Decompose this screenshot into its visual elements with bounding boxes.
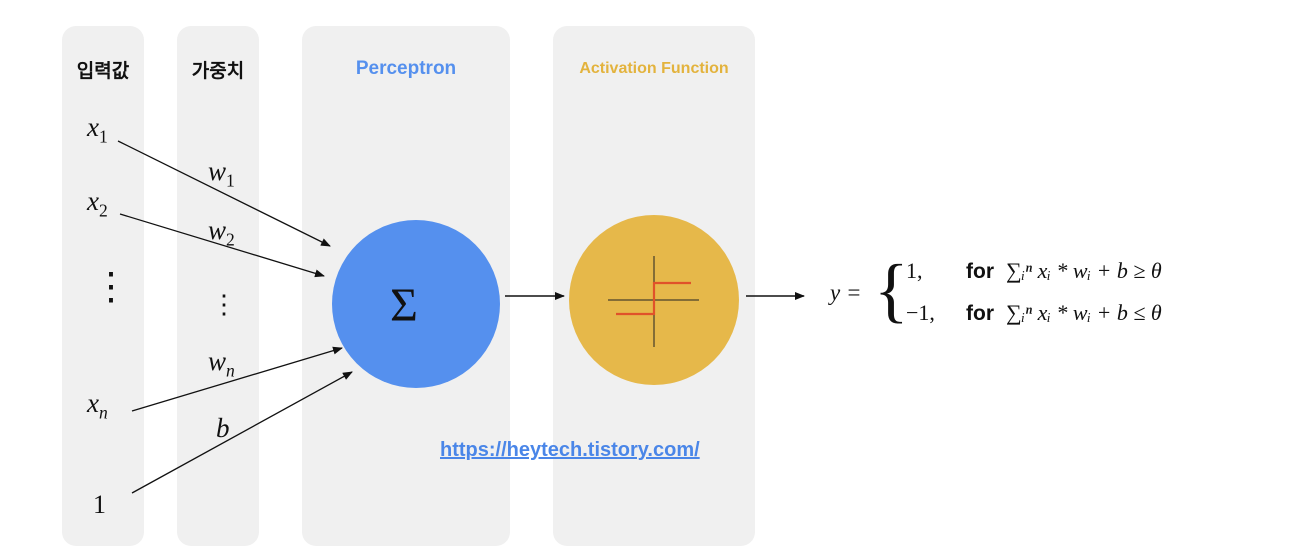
weights-column-panel	[177, 26, 259, 546]
formula-lhs: y =	[830, 280, 862, 305]
input-bias-one: 1	[93, 490, 106, 519]
sigma-symbol: Σ	[390, 279, 418, 332]
arrow-xn-to-sum	[131, 346, 343, 412]
input-x1: x1	[87, 112, 108, 147]
weight-w1: w1	[208, 156, 235, 191]
case2-condition: ∑ᵢⁿ xᵢ * wᵢ + b ≤ θ	[1006, 300, 1162, 325]
arrow-bias-to-sum	[131, 371, 353, 494]
arrow-x1-to-sum	[117, 140, 331, 247]
arrow-x2-to-sum	[119, 213, 325, 278]
heytech-link[interactable]: https://heytech.tistory.com/	[440, 439, 700, 461]
activation-header: Activation Function	[579, 60, 729, 77]
inputs-column-panel	[62, 26, 144, 546]
weights-header: 가중치	[191, 61, 245, 82]
case2-value: −1,	[906, 300, 935, 325]
perceptron-circle	[332, 220, 500, 388]
case1-value: 1,	[906, 258, 923, 283]
case1-for: for	[966, 260, 994, 283]
output-formula: y = { 1, −1, for for ∑ᵢⁿ xᵢ * wᵢ + b ≥ θ…	[830, 250, 1270, 342]
input-ellipsis: ⋮	[92, 266, 130, 308]
inputs-header: 입력값	[76, 61, 130, 82]
case2-for: for	[966, 302, 994, 325]
case1-condition: ∑ᵢⁿ xᵢ * wᵢ + b ≥ θ	[1006, 258, 1162, 283]
weight-wn: wn	[208, 346, 235, 381]
input-x2: x2	[87, 186, 108, 221]
weight-bias: b	[216, 413, 230, 443]
weight-w2: w2	[208, 215, 235, 250]
input-xn: xn	[87, 388, 108, 423]
formula-brace: {	[874, 250, 909, 330]
perceptron-header: Perceptron	[355, 58, 457, 79]
step-function-line	[616, 281, 691, 316]
weight-ellipsis: ⋮	[211, 290, 237, 319]
